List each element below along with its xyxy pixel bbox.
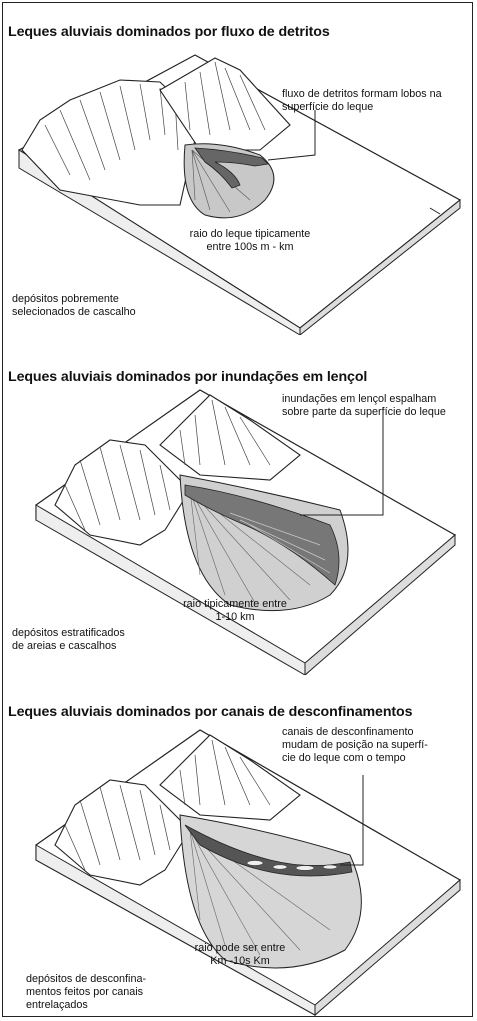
deposits-label: depósitos estratificados de areias e cas…: [12, 627, 125, 652]
panel-sheet-flood: Leques aluviais dominados por inundações…: [0, 345, 477, 675]
panel-unconfined-channels: Leques aluviais dominados por canais de …: [0, 680, 477, 1020]
radius-label: raio pode ser entre Km -10s Km: [194, 942, 286, 967]
callout-label: inundações em lençol espalham sobre part…: [282, 393, 446, 418]
block-diagram-sheet-flood: [35, 389, 457, 675]
radius-label: raio do leque tipicamente entre 100s m -…: [189, 228, 311, 253]
block-diagram-debris-flow: [17, 54, 462, 335]
panel-title: Leques aluviais dominados por inundações…: [8, 369, 368, 385]
panel-debris-flow: Leques aluviais dominados por fluxo de d…: [0, 0, 477, 335]
deposits-label: depósitos de desconfina- mentos feitos p…: [26, 973, 147, 1011]
panel-title: Leques aluviais dominados por fluxo de d…: [8, 24, 330, 40]
deposits-label: depósitos pobremente selecionados de cas…: [12, 293, 136, 318]
callout-label: fluxo de detritos formam lobos na superf…: [282, 88, 442, 113]
panel-title: Leques aluviais dominados por canais de …: [8, 704, 413, 720]
block-diagram-unconfined-channels: [35, 729, 462, 1017]
callout-label: canais de desconfinamento mudam de posiç…: [282, 726, 428, 764]
radius-label: raio tipicamente entre 1-10 km: [183, 598, 287, 623]
